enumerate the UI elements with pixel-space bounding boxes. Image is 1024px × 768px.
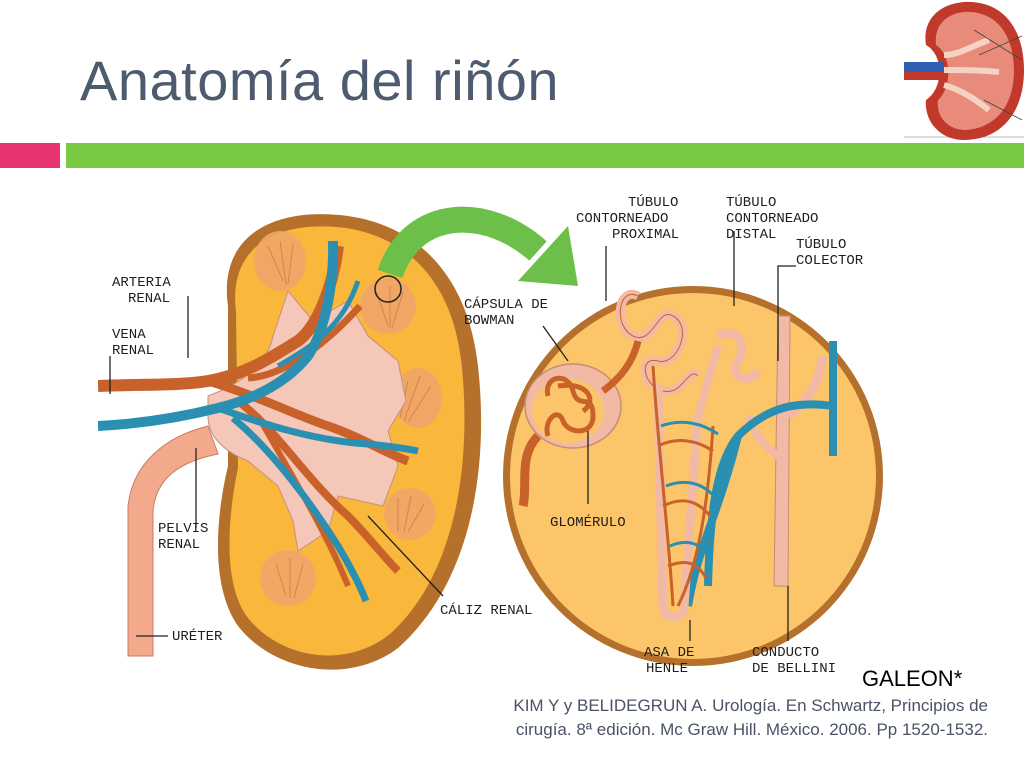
- label-pelvis-renal-1: PELVIS: [158, 521, 208, 537]
- citation: KIM Y y BELIDEGRUN A. Urología. En Schwa…: [368, 694, 988, 742]
- source-credit: GALEON*: [862, 666, 963, 691]
- label-capsula-bowman-1: CÁPSULA DE: [464, 295, 548, 313]
- kidney-anatomy-diagram: ARTERIA RENAL VENA RENAL PELVIS RENAL UR…: [98, 193, 883, 677]
- label-tubulo-proximal-2: CONTORNEADO: [576, 211, 668, 227]
- label-glomerulo: GLOMÉRULO: [550, 513, 626, 531]
- label-tubulo-distal-1: TÚBULO: [726, 193, 776, 211]
- nephron-detail: [503, 286, 883, 666]
- label-pelvis-renal-2: RENAL: [158, 537, 200, 553]
- label-tubulo-distal-2: CONTORNEADO: [726, 211, 818, 227]
- citation-line-1: KIM Y y BELIDEGRUN A. Urología. En Schwa…: [513, 696, 988, 715]
- label-asa-henle-1: ASA DE: [644, 645, 694, 661]
- label-tubulo-distal-3: DISTAL: [726, 227, 776, 243]
- label-conducto-bellini-1: CONDUCTO: [752, 645, 819, 661]
- label-tubulo-colector-1: TÚBULO: [796, 235, 846, 253]
- accent-bar-pink: [0, 143, 60, 168]
- label-capsula-bowman-2: BOWMAN: [464, 313, 514, 329]
- label-vena-renal-2: RENAL: [112, 343, 154, 359]
- kidney-thumbnail-image: [904, 1, 1024, 141]
- label-tubulo-proximal-3: PROXIMAL: [612, 227, 679, 243]
- label-arteria-renal-1: ARTERIA: [112, 275, 171, 291]
- zoom-arrow: [377, 206, 578, 286]
- accent-bar-green: [66, 143, 1024, 168]
- leader-lines: [109, 231, 796, 641]
- diagram-labels: ARTERIA RENAL VENA RENAL PELVIS RENAL UR…: [112, 193, 864, 677]
- label-asa-henle-2: HENLE: [646, 661, 688, 677]
- label-ureter: URÉTER: [172, 627, 223, 645]
- label-vena-renal-1: VENA: [112, 327, 146, 343]
- label-caliz-renal: CÁLIZ RENAL: [440, 601, 532, 619]
- citation-line-2: cirugía. 8ª edición. Mc Graw Hill. Méxic…: [515, 720, 988, 739]
- slide-title: Anatomía del riñón: [80, 49, 560, 112]
- label-arteria-renal-2: RENAL: [128, 291, 170, 307]
- label-tubulo-colector-2: COLECTOR: [796, 253, 864, 269]
- kidney-cross-section: [98, 214, 482, 670]
- label-tubulo-proximal-1: TÚBULO: [628, 193, 678, 211]
- label-conducto-bellini-2: DE BELLINI: [752, 661, 836, 677]
